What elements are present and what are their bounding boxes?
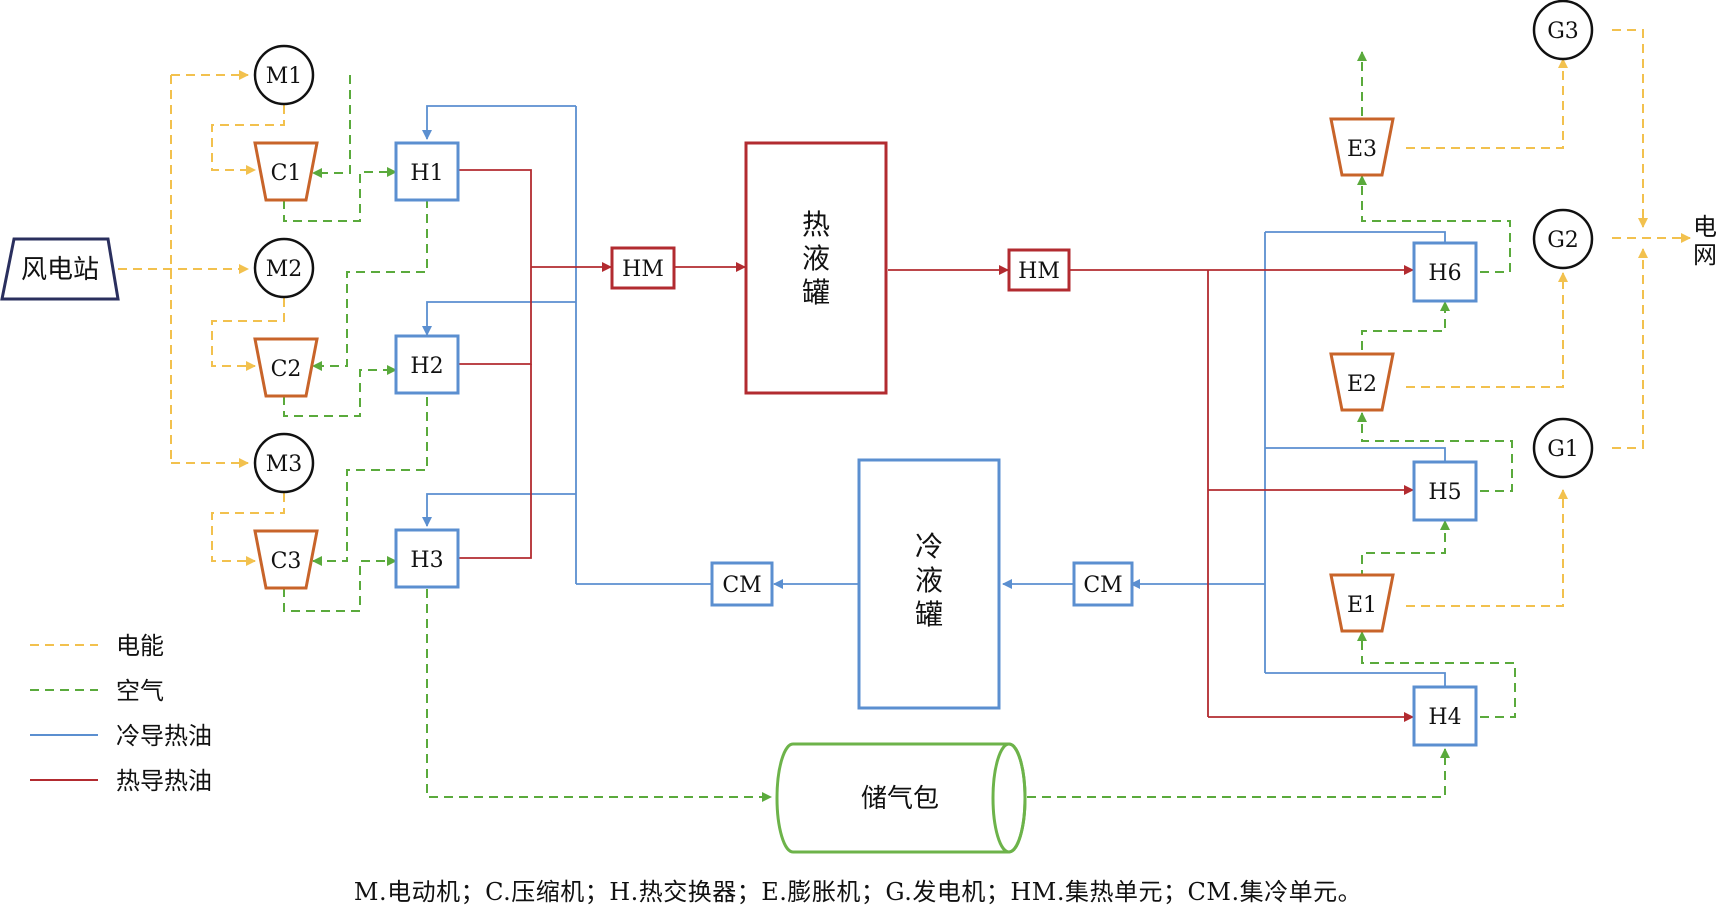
exchanger-h6-label: H6 bbox=[1428, 261, 1461, 286]
expander-e1: E1 bbox=[1329, 573, 1395, 633]
legend-label-electric: 电能 bbox=[116, 632, 164, 660]
hot-liquid-tank: 热 液 罐 bbox=[744, 141, 888, 395]
hm-left-label: HM bbox=[622, 257, 664, 282]
cold-liquid-tank: 冷 液 罐 bbox=[857, 458, 1001, 710]
grid-char-2: 网 bbox=[1693, 241, 1716, 269]
motor-m3-label: M3 bbox=[266, 452, 303, 477]
generator-g1-label: G1 bbox=[1547, 437, 1579, 462]
exchanger-h6: H6 bbox=[1412, 241, 1478, 303]
grid-char-1: 电 bbox=[1693, 213, 1716, 241]
motor-m3: M3 bbox=[253, 432, 315, 494]
motor-m2-label: M2 bbox=[266, 257, 303, 282]
expander-e1-label: E1 bbox=[1347, 593, 1377, 618]
figure-caption: M.电动机；C.压缩机；H.热交换器；E.膨胀机；G.发电机；HM.集热单元；C… bbox=[353, 878, 1363, 906]
cold-tank-char-2: 液 bbox=[915, 564, 943, 597]
compressor-c2: C2 bbox=[253, 337, 319, 398]
motor-m1: M1 bbox=[253, 44, 315, 106]
cold-collector-cm-left: CM bbox=[710, 561, 774, 607]
wind-station: 风电站 bbox=[0, 237, 120, 301]
exchanger-h4: H4 bbox=[1412, 685, 1478, 747]
hot-tank-char-2: 液 bbox=[802, 242, 830, 275]
cm-left-label: CM bbox=[722, 573, 761, 598]
legend-label-cold-oil: 冷导热油 bbox=[116, 722, 212, 750]
generator-g3-label: G3 bbox=[1547, 19, 1579, 44]
exchanger-h4-label: H4 bbox=[1428, 705, 1461, 730]
wind-station-label: 风电站 bbox=[21, 255, 99, 285]
cm-right-label: CM bbox=[1083, 573, 1122, 598]
compressor-c3-label: C3 bbox=[271, 549, 302, 574]
cold-tank-char-3: 罐 bbox=[915, 598, 943, 631]
cold-collector-cm-right: CM bbox=[1072, 561, 1134, 607]
expander-e2-label: E2 bbox=[1347, 372, 1377, 397]
power-grid-label: 电 网 bbox=[1693, 213, 1716, 269]
generator-g3: G3 bbox=[1532, 0, 1594, 61]
hot-tank-char-3: 罐 bbox=[802, 276, 830, 309]
electric-flow-lines bbox=[118, 29, 1691, 607]
legend-label-hot-oil: 热导热油 bbox=[116, 767, 212, 795]
hot-oil-lines bbox=[458, 169, 1414, 722]
generator-g2-label: G2 bbox=[1547, 228, 1579, 253]
exchanger-h3: H3 bbox=[394, 528, 460, 589]
exchanger-h2-label: H2 bbox=[410, 354, 443, 379]
compressor-c1-label: C1 bbox=[271, 161, 302, 186]
hot-tank-char-1: 热 bbox=[802, 208, 830, 241]
exchanger-h2: H2 bbox=[394, 334, 460, 395]
cold-tank-char-1: 冷 bbox=[915, 530, 943, 563]
cold-oil-lines bbox=[422, 105, 1446, 686]
legend: 电能 空气 冷导热油 热导热油 bbox=[30, 632, 212, 795]
exchanger-h5: H5 bbox=[1412, 460, 1478, 522]
compressor-c2-label: C2 bbox=[271, 357, 302, 382]
compressor-c1: C1 bbox=[253, 141, 319, 202]
motor-m2: M2 bbox=[253, 237, 315, 299]
hm-right-label: HM bbox=[1018, 259, 1060, 284]
air-flow-lines bbox=[283, 51, 1516, 802]
exchanger-h3-label: H3 bbox=[410, 548, 443, 573]
generator-g2: G2 bbox=[1532, 208, 1594, 270]
air-storage-vessel: 储气包 bbox=[775, 742, 1027, 854]
heat-collector-hm-left: HM bbox=[610, 246, 676, 290]
exchanger-h1-label: H1 bbox=[410, 161, 443, 186]
compressor-c3: C3 bbox=[253, 529, 319, 590]
motor-m1-label: M1 bbox=[266, 64, 303, 89]
air-storage-label: 储气包 bbox=[861, 784, 939, 814]
exchanger-h1: H1 bbox=[394, 141, 460, 202]
expander-e3: E3 bbox=[1329, 117, 1395, 177]
exchanger-h5-label: H5 bbox=[1428, 480, 1461, 505]
generator-g1: G1 bbox=[1532, 417, 1594, 479]
expander-e3-label: E3 bbox=[1347, 137, 1377, 162]
legend-label-air: 空气 bbox=[116, 677, 164, 705]
heat-collector-hm-right: HM bbox=[1007, 248, 1071, 292]
expander-e2: E2 bbox=[1329, 352, 1395, 412]
